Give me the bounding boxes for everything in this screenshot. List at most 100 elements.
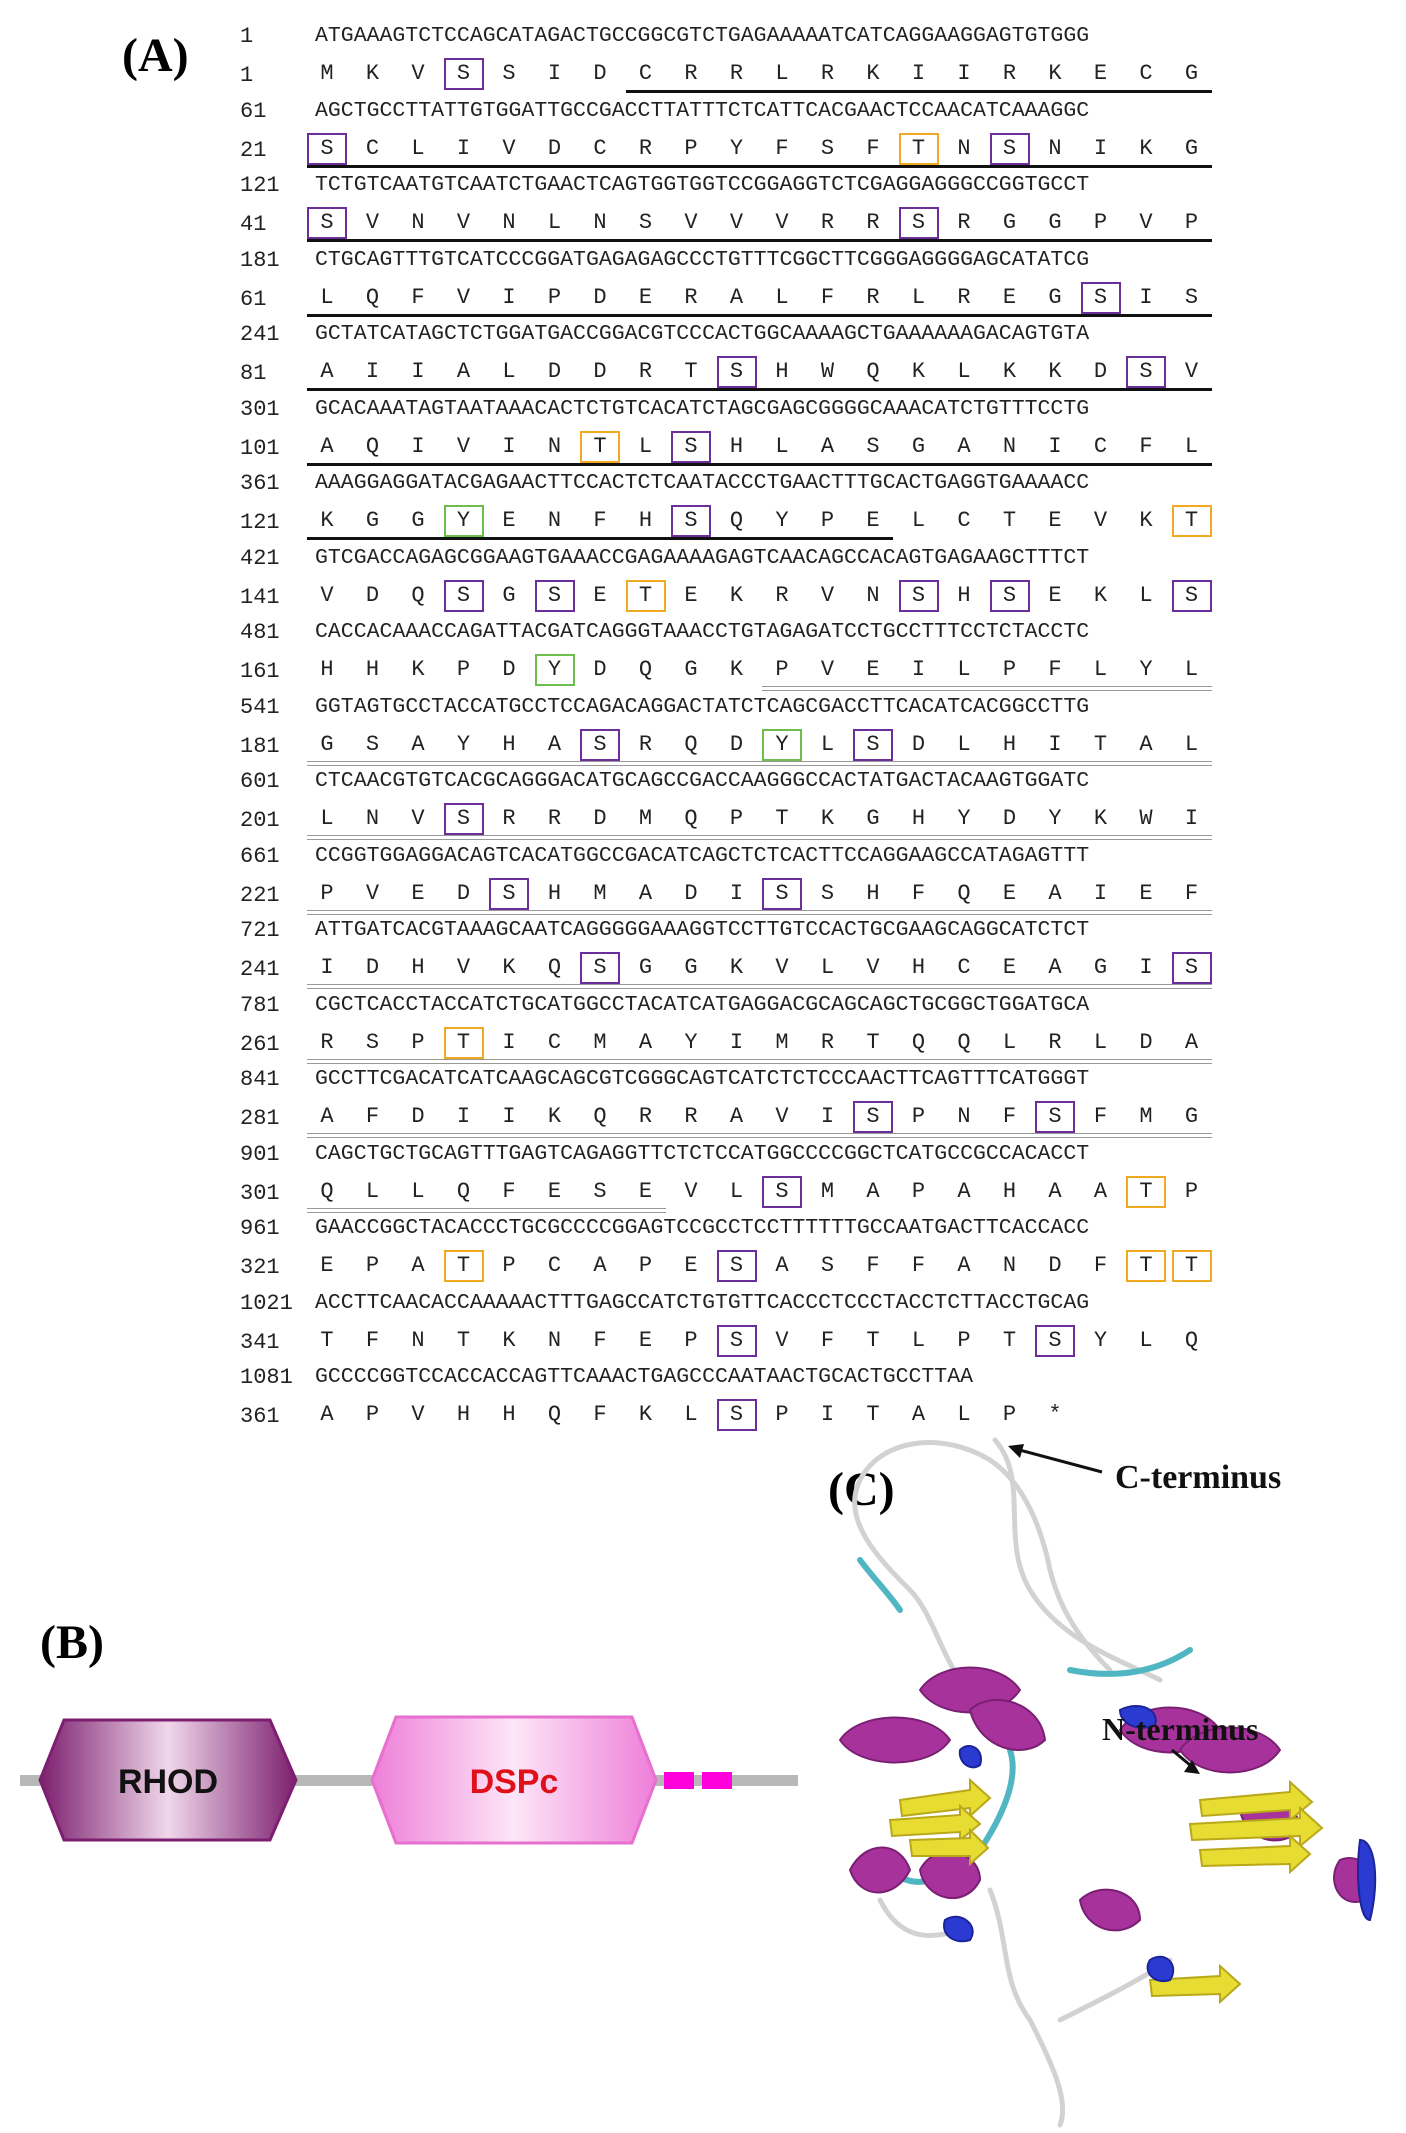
amino-acid: N	[957, 135, 971, 161]
amino-acid: D	[1048, 1253, 1062, 1278]
aa-position: 241	[240, 957, 280, 982]
amino-acid: N	[866, 582, 880, 608]
amino-acid: T	[684, 359, 698, 384]
dna-sequence: AGCTGCCTTATTGTGGATTGCCGACCTTATTTCTCATTCA…	[315, 98, 1090, 123]
n-terminus-arrowhead	[1184, 1760, 1200, 1774]
dna-sequence: ACCTTCAACACCAAAAACTTTGAGCCATCTGTGTTCACCC…	[315, 1290, 1090, 1315]
amino-acid: S	[820, 135, 835, 161]
amino-acid: S	[443, 579, 484, 612]
amino-acid: G	[1048, 210, 1062, 235]
dna-position: 181	[240, 247, 280, 273]
amino-acid: A	[1093, 1178, 1108, 1204]
amino-acid: L	[502, 359, 516, 384]
amino-acid: S	[716, 1250, 757, 1282]
dna-position: 61	[240, 98, 267, 124]
dna-sequence: AAAGGAGGATACGAGAACTTCCACTCTCAATACCCTGAAC…	[315, 471, 1090, 495]
amino-acid: F	[593, 1402, 607, 1427]
amino-acid: A	[866, 1178, 880, 1204]
amino-acid: T	[898, 132, 939, 165]
amino-acid: V	[1184, 359, 1199, 384]
amino-acid: C	[1139, 61, 1153, 86]
dna-sequence: CGCTCACCTACCATCTGCATGGCCTACATCATGAGGACGC…	[315, 992, 1090, 1017]
amino-acid: N	[547, 433, 562, 459]
amino-acid: V	[775, 1104, 789, 1129]
amino-acid: H	[365, 657, 380, 682]
amino-acid: S	[502, 61, 516, 86]
amino-acid: S	[820, 880, 835, 906]
amino-acid: D	[1002, 806, 1017, 831]
dna-sequence: CAGCTGCTGCAGTTTGAGTCAGAGGTTCTCTCCATGGCCC…	[315, 1141, 1090, 1166]
amino-acid: P	[365, 1253, 380, 1278]
amino-acid: R	[820, 210, 835, 235]
amino-acid: F	[1139, 433, 1153, 459]
rhod-domain-underline	[307, 537, 893, 540]
amino-acid: M	[638, 806, 653, 831]
amino-acid: L	[411, 135, 425, 161]
amino-acid: R	[684, 284, 698, 310]
amino-acid: C	[365, 135, 380, 161]
panel-label-b: (B)	[40, 1616, 104, 1669]
amino-acid: E	[547, 1178, 562, 1204]
amino-acid: Q	[729, 508, 744, 533]
amino-acid: R	[684, 61, 698, 86]
amino-acid: P	[365, 1402, 380, 1427]
amino-acid: A	[957, 433, 971, 459]
amino-acid: E	[1048, 508, 1062, 533]
amino-acid: T	[320, 1327, 334, 1353]
amino-acid: N	[365, 806, 380, 831]
amino-acid: E	[411, 880, 425, 906]
amino-acid: S	[1126, 356, 1166, 388]
amino-acid: R	[957, 210, 971, 235]
dna-sequence: ATGAAAGTCTCCAGCATAGACTGCCGGCGTCTGAGAAAAA…	[315, 24, 1090, 48]
amino-acid: P	[911, 1178, 926, 1204]
amino-acid: C	[957, 508, 971, 533]
amino-acid: T	[1002, 508, 1017, 533]
amino-acid: Q	[547, 955, 562, 980]
amino-acid: K	[502, 1327, 516, 1353]
amino-acid: A	[820, 433, 835, 459]
amino-acid: A	[1048, 955, 1062, 980]
amino-acid: N	[411, 1327, 425, 1353]
aa-position: 361	[240, 1404, 280, 1429]
amino-acid: I	[911, 61, 926, 86]
amino-acid: R	[866, 284, 880, 310]
amino-acid: I	[502, 1104, 516, 1129]
sheet-5	[1188, 1805, 1324, 1849]
amino-acid: M	[820, 1178, 835, 1204]
amino-acid: I	[729, 880, 744, 906]
amino-acid: I	[1093, 880, 1108, 906]
aa-position: 41	[240, 212, 267, 237]
amino-acid: D	[365, 582, 380, 608]
amino-acid: H	[775, 359, 789, 384]
amino-acid: P	[1002, 1402, 1017, 1427]
amino-acid: R	[638, 135, 653, 161]
domain-architecture: RHOD DSPc	[20, 1715, 798, 1845]
amino-acid: I	[911, 657, 926, 682]
amino-acid: R	[729, 61, 744, 86]
amino-acid: N	[1002, 1253, 1017, 1278]
amino-acid: S	[365, 1029, 380, 1055]
amino-acid: E	[320, 1253, 334, 1278]
dna-position: 781	[240, 992, 280, 1018]
amino-acid: I	[1048, 433, 1062, 459]
amino-acid: L	[957, 657, 971, 682]
amino-acid: I	[957, 61, 971, 86]
amino-acid: C	[638, 61, 653, 86]
rhod-domain	[38, 1718, 298, 1842]
amino-acid: C	[547, 1253, 562, 1278]
amino-acid: F	[1048, 657, 1062, 682]
amino-acid: R	[957, 284, 971, 310]
n-terminus-label: N-terminus	[1102, 1711, 1258, 1747]
amino-acid: A	[456, 359, 471, 384]
amino-acid: D	[365, 955, 380, 980]
amino-acid: H	[547, 880, 562, 906]
amino-acid: T	[1171, 505, 1212, 537]
amino-acid: S	[638, 210, 653, 235]
turn-1	[857, 1557, 903, 1613]
amino-acid: E	[684, 1253, 698, 1278]
amino-acid: S	[762, 1175, 802, 1208]
amino-acid: S	[820, 1253, 835, 1278]
dspc-domain-underline	[307, 984, 1212, 989]
protein-3d-structure: C-terminus N-terminus	[838, 1437, 1377, 2128]
amino-acid: F	[365, 1327, 380, 1353]
